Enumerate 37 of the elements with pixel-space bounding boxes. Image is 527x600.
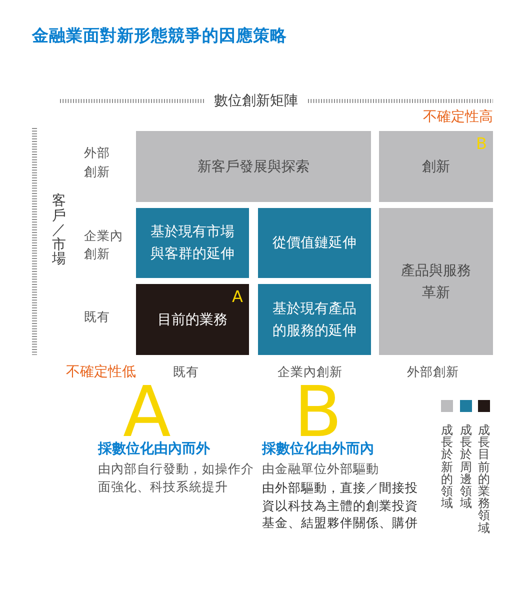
cell-label: 基於現有產品的服務的延伸 <box>272 300 358 340</box>
matrix-cell <box>136 131 371 202</box>
row-label: 外部創新 <box>84 144 111 181</box>
row-label: 企業內創新 <box>84 227 124 263</box>
cell-label: 基於現有市場與客群的延伸 <box>150 223 236 264</box>
body-text: 由外部驅動，直接／間接投資以科技為主體的創業投資基金、結盟夥伴關係、購併 <box>262 479 419 532</box>
matrix-cell <box>136 284 249 355</box>
row-label: 既有 <box>84 308 111 326</box>
cell-label: 目前的業務 <box>156 310 228 330</box>
body-text: 由金融單位外部驅動 <box>262 460 379 478</box>
cell-label: 新客戶發展與探索 <box>196 158 310 176</box>
column-label: 既有 <box>172 363 200 381</box>
matrix-cell <box>136 208 249 278</box>
legend-label: 成長於周邊領域 <box>459 424 473 510</box>
cell-label: 產品與服務革新 <box>400 262 472 302</box>
body-text: 由內部自行發動，如操作介面強化、科技系統提升 <box>98 460 255 496</box>
legend-label: 成長於新的領域 <box>440 424 454 510</box>
marker-letter: B <box>476 136 487 152</box>
marker-letter: A <box>232 289 243 305</box>
matrix-cell <box>379 131 493 202</box>
big-letter: B <box>294 385 342 439</box>
column-label: 企業內創新 <box>276 363 344 381</box>
cell-label: 從價值鏈延伸 <box>272 234 358 253</box>
section-heading: 採數位化由內而外 <box>98 440 210 458</box>
axis-title: 客戶／市場 <box>51 194 67 266</box>
cell-label: 創新 <box>421 158 451 176</box>
big-letter: A <box>123 385 171 439</box>
matrix-cell <box>258 284 371 355</box>
title: 金融業面對新形態競爭的因應策略 <box>32 26 287 46</box>
matrix-cell <box>258 208 371 278</box>
section-heading: 採數位化由外而內 <box>262 440 374 458</box>
uncertainty-label: 不確定性低 <box>65 363 136 381</box>
matrix-cell <box>379 208 493 355</box>
column-label: 外部創新 <box>406 363 460 381</box>
uncertainty-label: 不確定性高 <box>422 108 493 126</box>
legend-label: 成長目前的業務領域 <box>477 424 491 534</box>
axis-title: 數位創新矩陣 <box>213 92 299 110</box>
